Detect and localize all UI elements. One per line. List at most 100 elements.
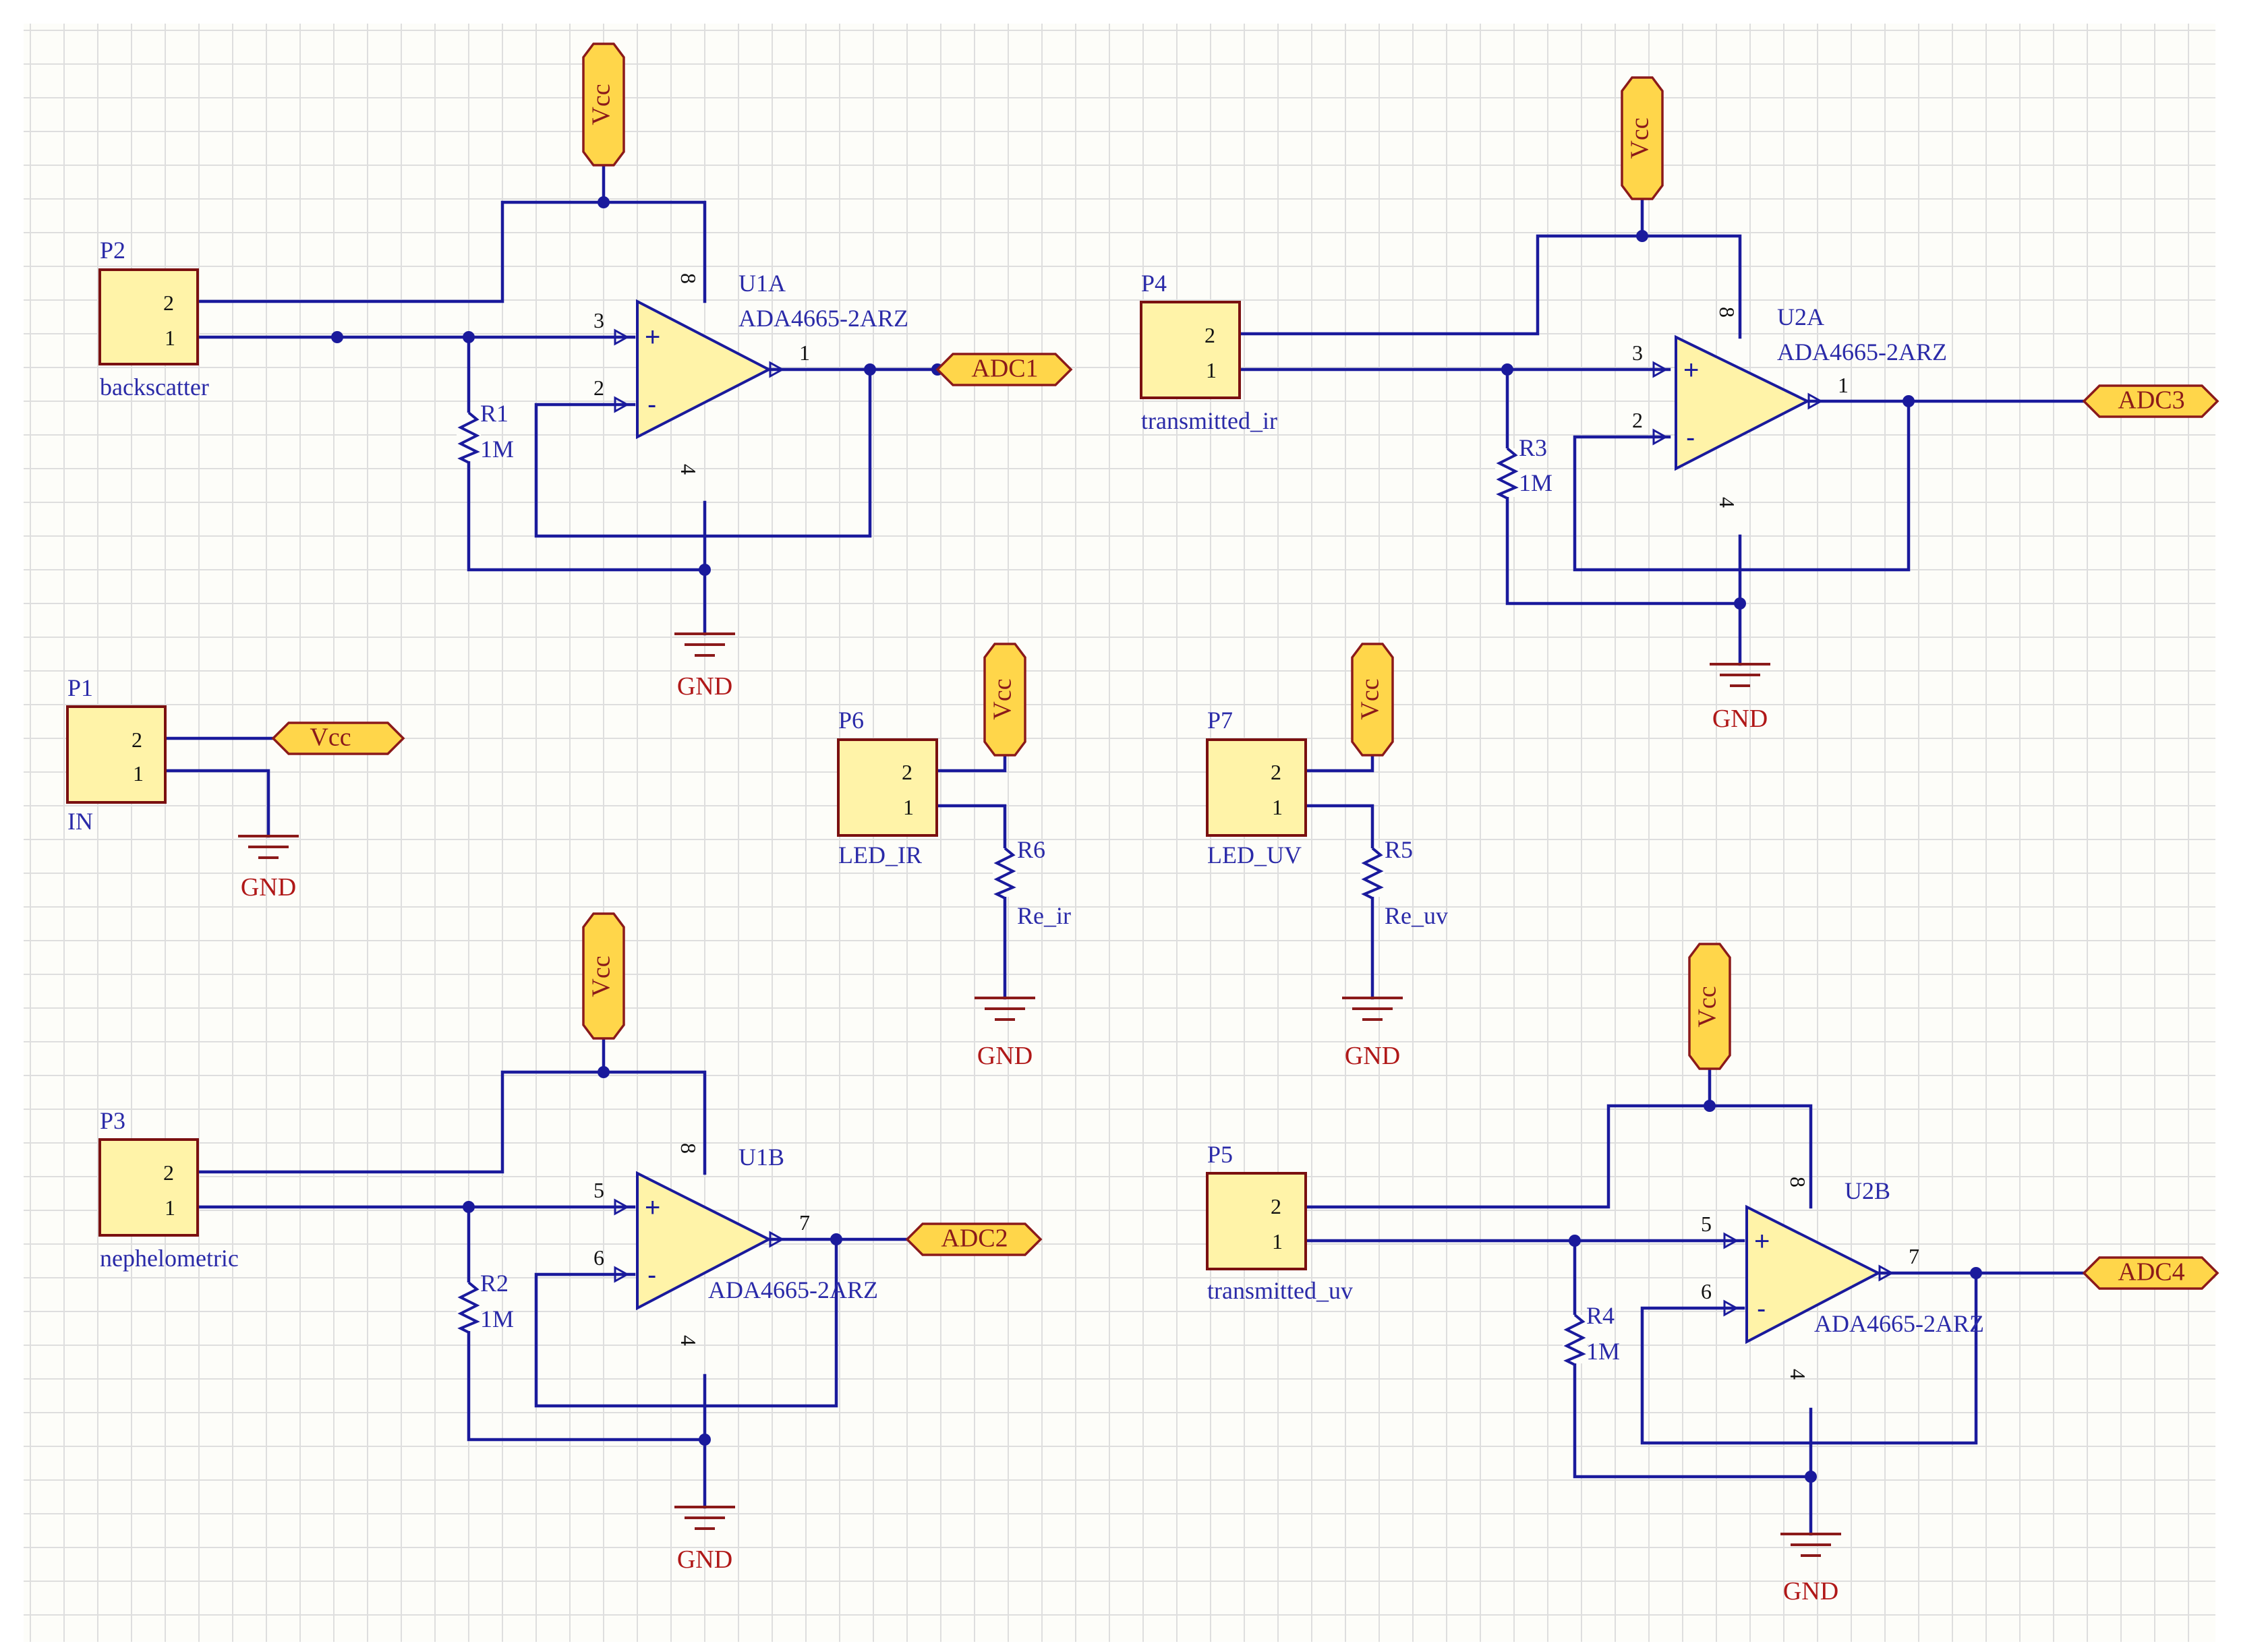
p6-pin1: 1 — [903, 795, 914, 819]
u2b-pin-vneg: 4 — [1786, 1369, 1810, 1380]
opamp-u2b[interactable]: + - 5 6 7 8 4 U2B ADA4665-2ARZ — [1701, 1177, 1984, 1380]
connector-p5[interactable]: P5 2 1 transmitted_uv — [1206, 1141, 1353, 1304]
u1a-pin-out: 1 — [799, 341, 810, 365]
resistor-r2[interactable]: R2 1M — [457, 1270, 514, 1334]
connector-p1[interactable]: P1 2 1 IN — [66, 674, 167, 835]
u2a-plus-sign: + — [1683, 355, 1699, 385]
opamp-u1a[interactable]: + - 3 2 1 8 4 U1A ADA4665-2ARZ — [593, 270, 908, 475]
vcc-label: Vcc — [587, 955, 616, 997]
gnd-p7[interactable]: GND — [1342, 997, 1403, 1070]
port-adc1[interactable]: ADC1 — [935, 353, 1073, 386]
p7-ref: P7 — [1207, 707, 1233, 734]
p7-pin2: 2 — [1271, 760, 1281, 784]
connector-p4[interactable]: P4 2 1 transmitted_ir — [1140, 270, 1277, 434]
port-adc4[interactable]: ADC4 — [2082, 1256, 2219, 1290]
vcc-label: Vcc — [989, 678, 1017, 719]
u1b-pin-minus: 6 — [593, 1245, 604, 1270]
r2-ref: R2 — [480, 1270, 509, 1297]
vcc-label: Vcc — [310, 724, 351, 752]
opamp-u2a[interactable]: + - 3 2 1 8 4 U2A ADA4665-2ARZ — [1632, 303, 1947, 508]
gnd-label: GND — [977, 1042, 1033, 1070]
adc1-label: ADC1 — [971, 355, 1038, 383]
p5-label: transmitted_uv — [1207, 1277, 1353, 1304]
u2a-ref: U2A — [1777, 303, 1824, 330]
port-adc2[interactable]: ADC2 — [905, 1222, 1043, 1256]
resistor-r5[interactable]: R5 Re_uv — [1360, 836, 1448, 929]
u1b-pin-vneg: 4 — [676, 1335, 701, 1346]
connector-p2[interactable]: P2 2 1 backscatter — [98, 237, 209, 401]
gnd-p1[interactable]: GND — [238, 835, 299, 902]
resistor-r4[interactable]: R4 1M — [1563, 1302, 1620, 1366]
vcc-port-u2a[interactable]: Vcc — [1621, 76, 1664, 200]
r4-value: 1M — [1586, 1338, 1620, 1365]
gnd-u1a[interactable]: GND — [674, 632, 735, 701]
u1b-pin-plus: 5 — [593, 1178, 604, 1202]
p5-ref: P5 — [1207, 1141, 1233, 1168]
u2a-pin-vneg: 4 — [1715, 497, 1739, 508]
adc3-label: ADC3 — [2118, 386, 2184, 415]
gnd-label: GND — [677, 672, 732, 701]
resistor-r1[interactable]: R1 1M — [457, 400, 514, 464]
u1b-pin-vpos: 8 — [676, 1143, 701, 1154]
gnd-label: GND — [241, 873, 296, 902]
u2b-pin-minus: 6 — [1701, 1279, 1712, 1303]
gnd-u1b[interactable]: GND — [674, 1506, 735, 1574]
adc2-label: ADC2 — [941, 1225, 1008, 1253]
gnd-u2b[interactable]: GND — [1780, 1533, 1841, 1605]
r4-ref: R4 — [1586, 1302, 1615, 1329]
u2b-ref: U2B — [1845, 1177, 1890, 1204]
gnd-label: GND — [677, 1545, 732, 1574]
vcc-port-p1[interactable]: Vcc — [271, 721, 405, 755]
r1-ref: R1 — [480, 400, 509, 427]
r5-ref: R5 — [1385, 836, 1413, 863]
vcc-port-p7[interactable]: Vcc — [1351, 643, 1394, 757]
p3-pin2: 2 — [163, 1160, 174, 1185]
gnd-p6[interactable]: GND — [975, 997, 1035, 1070]
connector-p3[interactable]: P3 2 1 nephelometric — [98, 1107, 239, 1272]
gnd-u2a[interactable]: GND — [1710, 663, 1770, 733]
u1a-part: ADA4665-2ARZ — [738, 305, 908, 332]
gnd-label: GND — [1345, 1042, 1400, 1070]
connector-p6[interactable]: P6 2 1 LED_IR — [837, 707, 938, 868]
adc4-label: ADC4 — [2118, 1258, 2184, 1287]
vcc-label: Vcc — [587, 84, 616, 125]
connector-p7[interactable]: P7 2 1 LED_UV — [1206, 707, 1307, 868]
u1b-part: ADA4665-2ARZ — [708, 1276, 878, 1303]
vcc-label: Vcc — [1356, 678, 1385, 719]
p3-pin1: 1 — [165, 1196, 175, 1220]
u1a-pin-plus: 3 — [593, 308, 604, 332]
u2b-part: ADA4665-2ARZ — [1814, 1310, 1984, 1337]
p5-pin2: 2 — [1271, 1194, 1281, 1218]
u2b-minus-sign: - — [1757, 1294, 1766, 1324]
r3-value: 1M — [1519, 469, 1552, 496]
opamp-u1b[interactable]: + - 5 6 7 8 4 U1B ADA4665-2ARZ — [593, 1143, 878, 1346]
p1-pin1: 1 — [133, 761, 144, 786]
vcc-port-u2b[interactable]: Vcc — [1688, 943, 1731, 1070]
p6-ref: P6 — [838, 707, 864, 734]
u1a-plus-sign: + — [645, 322, 660, 352]
vcc-port-u1a[interactable]: Vcc — [582, 42, 625, 167]
p5-pin1: 1 — [1272, 1229, 1283, 1253]
u2b-pin-out: 7 — [1909, 1244, 1919, 1268]
gnd-label: GND — [1783, 1577, 1838, 1605]
p7-pin1: 1 — [1272, 795, 1283, 819]
u1a-minus-sign: - — [647, 390, 656, 419]
u2b-pin-plus: 5 — [1701, 1212, 1712, 1236]
p3-label: nephelometric — [100, 1245, 239, 1272]
vcc-port-p6[interactable]: Vcc — [983, 643, 1026, 757]
p4-label: transmitted_ir — [1141, 407, 1277, 434]
p1-label: IN — [67, 808, 93, 835]
vcc-label: Vcc — [1626, 117, 1654, 158]
p2-label: backscatter — [100, 374, 209, 401]
r2-value: 1M — [480, 1305, 514, 1332]
p4-pin1: 1 — [1206, 358, 1217, 382]
resistor-r3[interactable]: R3 1M — [1495, 434, 1552, 500]
u2a-minus-sign: - — [1686, 423, 1695, 452]
p4-ref: P4 — [1141, 270, 1167, 297]
resistor-r6[interactable]: R6 Re_ir — [993, 836, 1071, 929]
port-adc3[interactable]: ADC3 — [2082, 384, 2219, 418]
vcc-port-u1b[interactable]: Vcc — [582, 912, 625, 1040]
u1b-pin-out: 7 — [799, 1210, 810, 1235]
u1a-pin-minus: 2 — [593, 376, 604, 400]
